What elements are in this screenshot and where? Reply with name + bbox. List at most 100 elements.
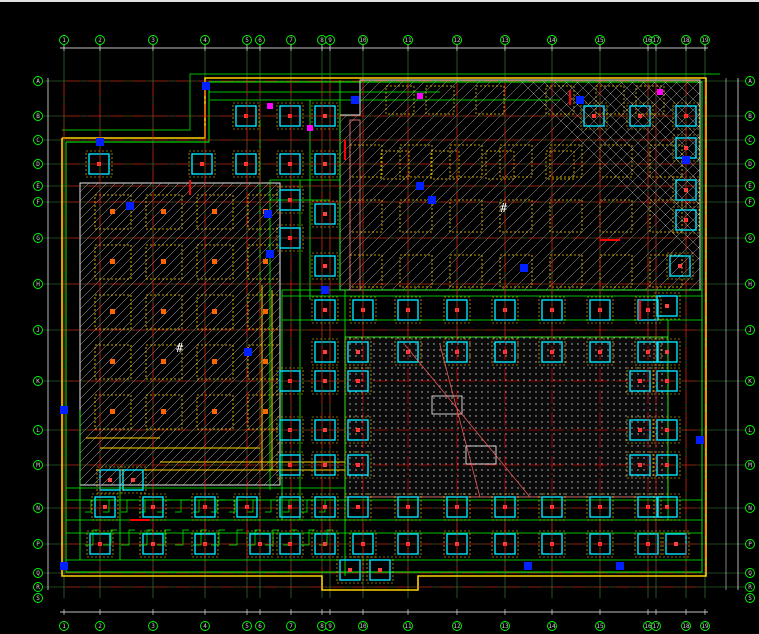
dashed-footing <box>635 85 665 115</box>
grid-bubble-right <box>745 325 755 335</box>
grid-bubble-top <box>325 35 335 45</box>
grid-bubble-right <box>745 376 755 386</box>
grid-bubble-left <box>33 159 43 169</box>
wall-step <box>247 499 261 513</box>
wall-lines <box>66 80 702 576</box>
pile-cap <box>344 493 372 521</box>
magenta-marker <box>417 93 423 99</box>
pile-cap <box>91 493 119 521</box>
wall-step <box>247 529 261 546</box>
grid-bubble-top-label: 2 <box>98 37 102 44</box>
grid-bubble-bottom <box>200 621 210 631</box>
wall-step <box>211 499 225 513</box>
grid-bubble-bottom-label: 2 <box>98 623 102 630</box>
building-outline <box>61 73 720 591</box>
grid-bubble-left-label: E <box>36 183 40 190</box>
grid-bubble-left-label: A <box>36 78 40 85</box>
grid-bubble-top-label: 18 <box>682 37 690 44</box>
grid-bubble-left <box>33 568 43 578</box>
hatched-zone-top-right <box>339 79 701 291</box>
grid-bubble-left-label: K <box>36 378 40 385</box>
grid-bubble-left <box>33 376 43 386</box>
grid-bubble-bottom <box>242 621 252 631</box>
grid-bubble-bottom <box>95 621 105 631</box>
grid-bubble-left <box>33 279 43 289</box>
grid-bubble-top-label: 4 <box>203 37 207 44</box>
wall-step <box>139 499 153 513</box>
area-mark-left: # <box>176 341 184 355</box>
grid-bubble-right-label: G <box>748 235 752 242</box>
grid-bubble-top <box>700 35 710 45</box>
dashed-footing <box>385 85 415 115</box>
blue-marker <box>202 82 210 90</box>
diag-line <box>404 344 531 498</box>
grid-bubble-right-label: C <box>748 137 752 144</box>
grid-bubble-bottom-label: 3 <box>151 623 155 630</box>
top-border-line <box>0 0 759 2</box>
grid-bubble-bottom <box>403 621 413 631</box>
dashed-footing <box>380 150 410 180</box>
grid-bubble-top <box>681 35 691 45</box>
grid-bubble-left-label: M <box>36 462 40 469</box>
hatch-left-lines <box>80 183 280 485</box>
outline-green-inner <box>65 81 703 573</box>
grid-bubble-left-label: G <box>36 235 40 242</box>
grid-bubble-top <box>286 35 296 45</box>
pile-cap <box>653 493 681 521</box>
grid-bubble-left-label: D <box>36 161 40 168</box>
grid-bubbles: 1122334455667788991010111112121313141415… <box>33 35 755 631</box>
grid-bubble-right <box>745 233 755 243</box>
grid-bubble-right-label: Q <box>748 570 752 577</box>
wall-step <box>229 499 243 513</box>
pile-cap <box>366 556 394 584</box>
grid-bubble-right-label: E <box>748 183 752 190</box>
grid-bubble-right-label: K <box>748 378 752 385</box>
grid-bubble-top <box>200 35 210 45</box>
grid-bubble-right <box>745 593 755 603</box>
grid-bubble-right <box>745 197 755 207</box>
grid-bubble-left <box>33 233 43 243</box>
grid-bubble-top-label: 14 <box>548 37 556 44</box>
grid-bubble-right-label: H <box>748 281 752 288</box>
wall-step <box>121 529 135 546</box>
grid-bubble-bottom-label: 19 <box>701 623 709 630</box>
blue-marker <box>264 210 272 218</box>
grid-bubble-left-label: B <box>36 113 40 120</box>
wall-step <box>175 499 189 513</box>
grid-bubble-right-label: R <box>748 584 752 591</box>
grid-bubble-right-label: S <box>748 595 752 602</box>
blue-marker <box>266 250 274 258</box>
diag-line <box>439 344 481 498</box>
grid-bubble-top-label: 13 <box>501 37 509 44</box>
grid-bubble-right <box>745 279 755 289</box>
grid-bubble-bottom-label: 5 <box>245 623 249 630</box>
blue-marker <box>616 562 624 570</box>
grid-bubble-right-label: L <box>748 427 752 434</box>
grid-bubble-top-label: 19 <box>701 37 709 44</box>
blue-marker <box>126 202 134 210</box>
area-mark-right: # <box>500 201 508 215</box>
grid-bubble-left <box>33 76 43 86</box>
grid-bubble-left <box>33 111 43 121</box>
blue-marker <box>60 406 68 414</box>
grid-bubble-bottom <box>255 621 265 631</box>
grid-bubble-left-label: F <box>36 199 40 206</box>
blue-markers <box>60 82 704 570</box>
grid-bubble-bottom-label: 9 <box>328 623 332 630</box>
wall-step <box>229 529 243 546</box>
grid-bubble-right-label: B <box>748 113 752 120</box>
wall-step <box>121 499 135 513</box>
grid-bubble-bottom <box>500 621 510 631</box>
grid-bubble-top <box>358 35 368 45</box>
magenta-marker <box>267 103 273 109</box>
blue-marker <box>351 96 359 104</box>
grid-bubble-bottom-label: 10 <box>359 623 367 630</box>
grid-bubble-bottom <box>681 621 691 631</box>
grid-bubble-right-label: J <box>748 327 752 334</box>
core-box <box>465 445 497 465</box>
grid-bubble-left-label: H <box>36 281 40 288</box>
outline-yellow <box>61 77 707 591</box>
grid-bubble-left <box>33 197 43 207</box>
grid-bubble-right <box>745 76 755 86</box>
